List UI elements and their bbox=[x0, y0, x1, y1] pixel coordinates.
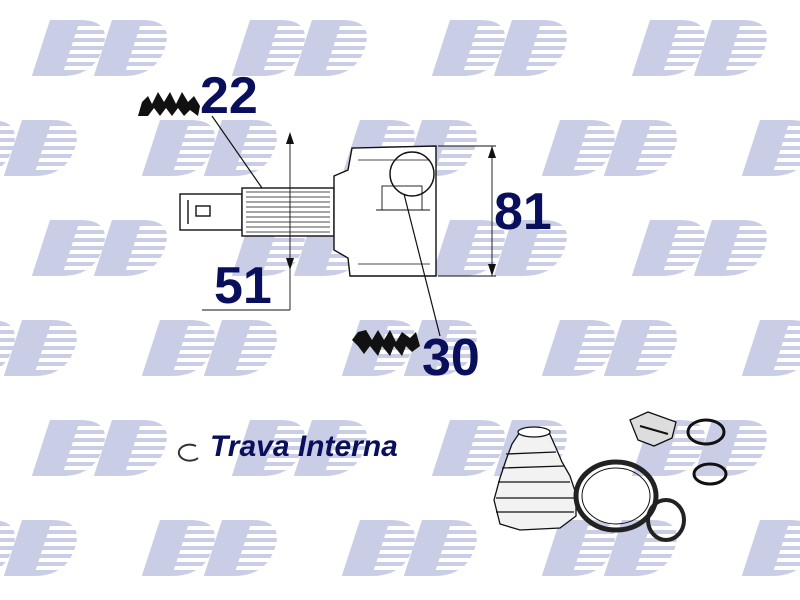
dimension-label-30: 30 bbox=[422, 329, 480, 387]
watermark-logo-icon bbox=[741, 120, 800, 176]
watermark-logo-icon bbox=[141, 520, 283, 576]
watermark-logo-icon bbox=[0, 520, 83, 576]
leader-22 bbox=[211, 115, 263, 189]
watermark-pattern bbox=[0, 20, 800, 576]
cv-joint-drawing bbox=[179, 115, 496, 337]
watermark-logo-icon bbox=[431, 220, 573, 276]
bell-housing bbox=[333, 145, 437, 277]
dimension-label-81: 81 bbox=[494, 183, 552, 241]
spline-tooth-icon bbox=[352, 330, 420, 356]
watermark-logo-icon bbox=[741, 320, 800, 376]
watermark-logo-icon bbox=[541, 520, 683, 576]
watermark-logo-icon bbox=[231, 420, 373, 476]
caption-trava-interna: Trava Interna bbox=[210, 430, 398, 463]
watermark-logo-icon bbox=[541, 320, 683, 376]
watermark-logo-icon bbox=[31, 420, 173, 476]
watermark-logo-icon bbox=[31, 220, 173, 276]
dimension-label-22: 22 bbox=[200, 67, 258, 125]
watermark-logo-icon bbox=[231, 20, 373, 76]
boot-kit-icon bbox=[493, 411, 728, 542]
shaft-tip bbox=[179, 193, 243, 231]
watermark-logo-icon bbox=[0, 120, 83, 176]
watermark-logo-icon bbox=[341, 520, 483, 576]
watermark-logo-icon bbox=[0, 320, 83, 376]
watermark-logo-icon bbox=[431, 20, 573, 76]
watermark-logo-icon bbox=[141, 120, 283, 176]
watermark-logo-icon bbox=[141, 320, 283, 376]
ball-cage bbox=[389, 151, 435, 197]
watermark-logo-icon bbox=[631, 20, 773, 76]
snap-ring-icon bbox=[177, 443, 199, 462]
watermark-logo-icon bbox=[31, 20, 173, 76]
dimension-label-51: 51 bbox=[214, 257, 272, 315]
spline-tooth-icon bbox=[138, 92, 200, 116]
leader-30 bbox=[403, 193, 441, 337]
watermark-logo-icon bbox=[541, 120, 683, 176]
watermark-logo-icon bbox=[741, 520, 800, 576]
watermark-logo-icon bbox=[631, 220, 773, 276]
